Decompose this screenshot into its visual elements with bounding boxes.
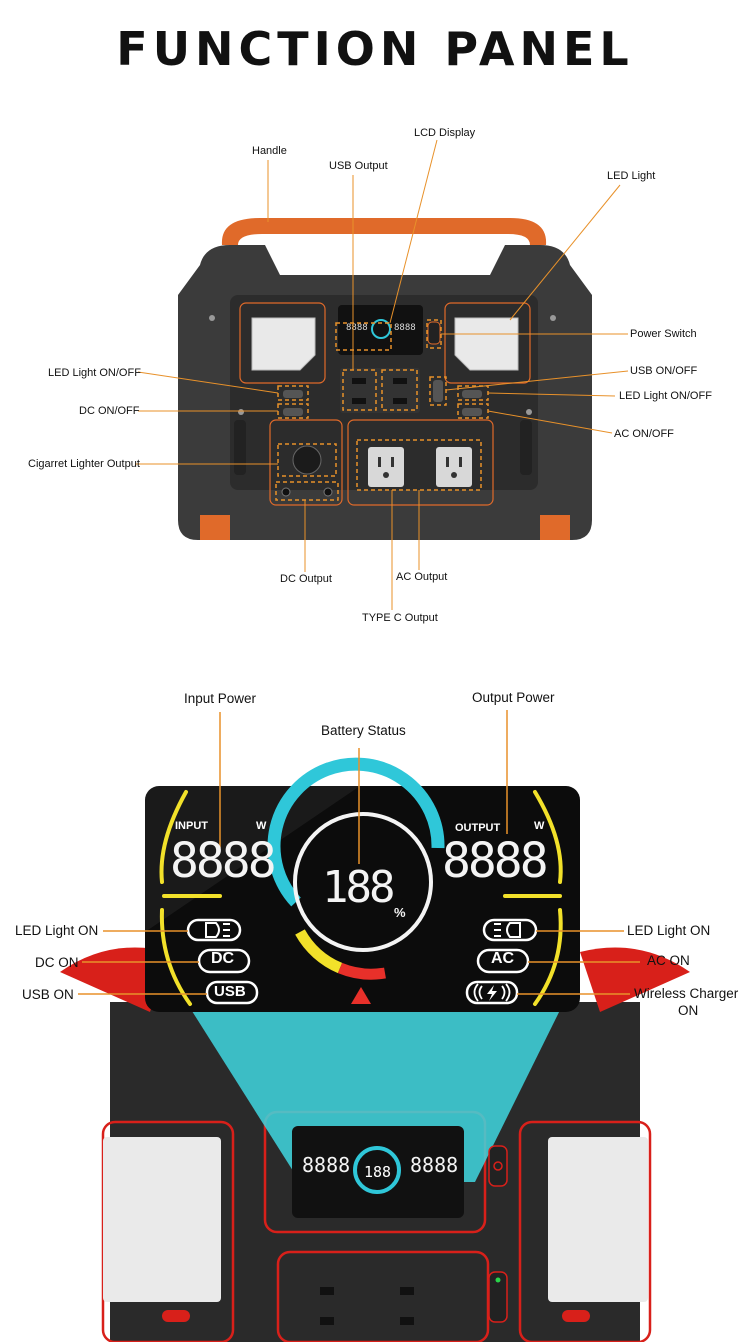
- label-cigarette-lighter-output: Cigarret Lighter Output: [28, 458, 140, 470]
- label-led-light: LED Light: [607, 170, 656, 182]
- label-led-light-on-off-right: LED Light ON/OFF: [619, 390, 712, 402]
- lcd-ac-icon: AC: [491, 950, 515, 967]
- lcd-closeup-illustration: 8888 8888 188: [60, 710, 690, 1342]
- lcd-output-digits: 8888: [442, 833, 549, 889]
- svg-text:8888: 8888: [302, 1153, 350, 1177]
- label-power-switch: Power Switch: [630, 328, 697, 340]
- svg-text:8888: 8888: [410, 1153, 458, 1177]
- label-wireless-charger-line1: Wireless Charger: [634, 986, 739, 1001]
- svg-text:8888: 8888: [346, 323, 368, 333]
- label-ac-on: AC ON: [647, 953, 690, 968]
- lcd-output-unit: W: [534, 820, 545, 832]
- lcd-input-digits: 8888: [170, 833, 277, 889]
- wireless-charger-icon: [473, 983, 511, 1002]
- label-led-light-on-right: LED Light ON: [627, 923, 711, 938]
- warning-icon: [351, 987, 371, 1004]
- label-output-power: Output Power: [472, 690, 555, 705]
- label-dc-on: DC ON: [35, 955, 79, 970]
- lcd-dc-icon: DC: [211, 950, 235, 967]
- label-usb-on-off: USB ON/OFF: [630, 365, 698, 377]
- label-lcd-display: LCD Display: [414, 127, 476, 139]
- page-title: FUNCTION PANEL: [116, 22, 634, 76]
- lcd-battery-digits: 188: [322, 862, 396, 913]
- svg-text:188: 188: [364, 1163, 391, 1181]
- lcd-input-unit: W: [256, 820, 267, 832]
- lcd-usb-icon: USB: [214, 983, 246, 1000]
- label-usb-on: USB ON: [22, 987, 74, 1002]
- label-type-c-output: TYPE C Output: [362, 612, 438, 624]
- label-input-power: Input Power: [184, 691, 257, 706]
- lcd-percent-sign: %: [394, 905, 406, 920]
- svg-text:8888: 8888: [394, 323, 416, 333]
- handle-shape: [221, 218, 547, 245]
- label-dc-output: DC Output: [280, 573, 332, 585]
- device-front-illustration: 8888 8888: [135, 139, 629, 610]
- lcd-output-caption: OUTPUT: [455, 822, 501, 834]
- label-usb-output: USB Output: [329, 160, 388, 172]
- label-led-light-on-off-left: LED Light ON/OFF: [48, 367, 141, 379]
- label-wireless-charger-line2: ON: [678, 1003, 699, 1018]
- label-ac-output: AC Output: [396, 571, 448, 583]
- lcd-input-caption: INPUT: [175, 820, 208, 832]
- label-dc-on-off: DC ON/OFF: [79, 405, 140, 417]
- led-light-icon: [205, 922, 230, 938]
- label-ac-on-off: AC ON/OFF: [614, 428, 674, 440]
- label-handle: Handle: [252, 145, 287, 157]
- label-led-light-on-left: LED Light ON: [15, 923, 99, 938]
- label-battery-status: Battery Status: [321, 723, 406, 738]
